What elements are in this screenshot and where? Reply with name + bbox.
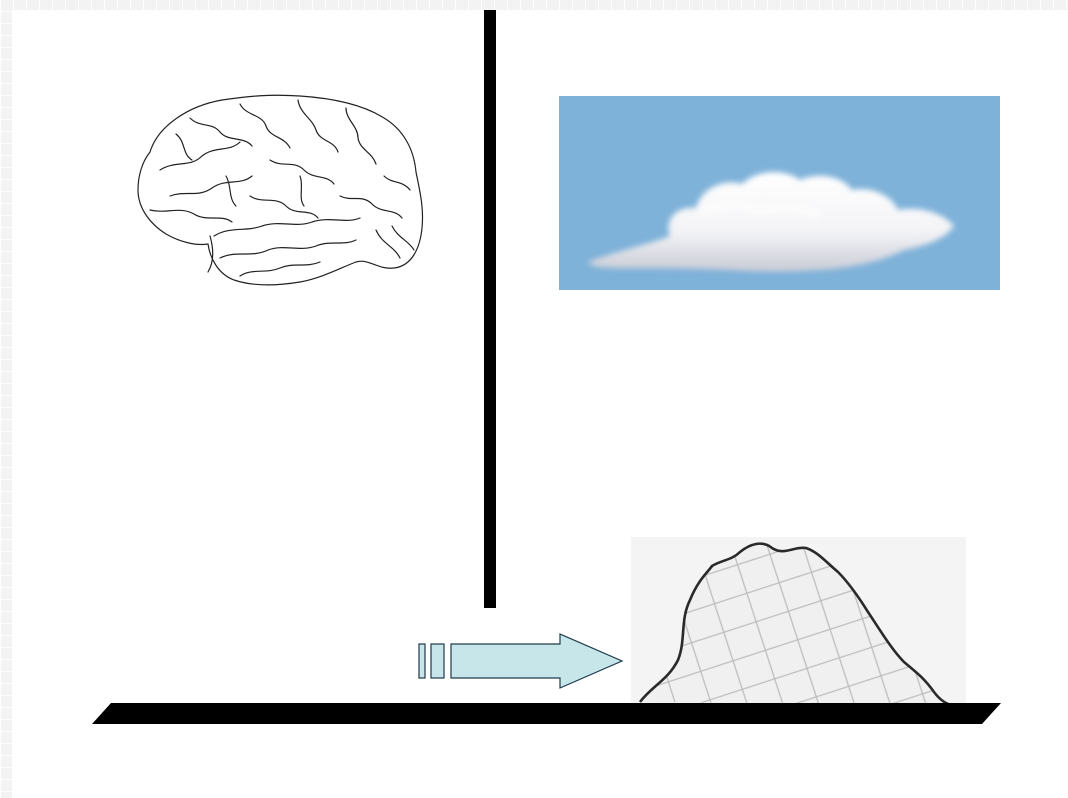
arrow-right-icon (419, 634, 622, 688)
cloud-icon (559, 96, 1000, 290)
rock-icon (631, 537, 966, 705)
brain-icon (138, 95, 423, 285)
ground-line (92, 703, 1001, 724)
